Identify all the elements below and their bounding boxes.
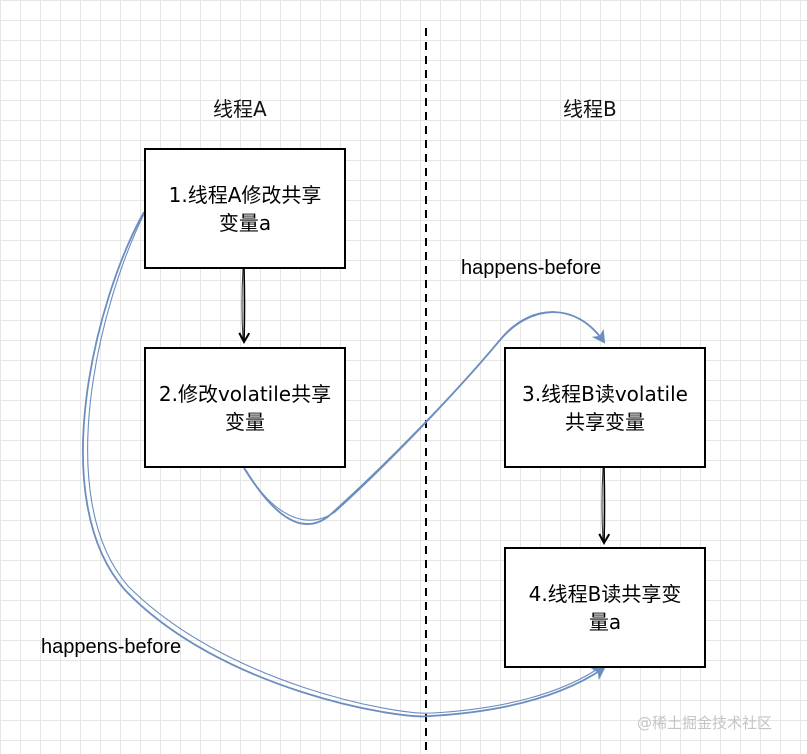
happens-before-label-lower: happens-before xyxy=(41,636,182,658)
arrow-step3-to-step4 xyxy=(602,467,605,543)
step-4-box: 4.线程B读共享变 量a xyxy=(504,547,706,668)
lane-title-thread-a: 线程A xyxy=(213,97,267,121)
step-4-text: 4.线程B读共享变 量a xyxy=(528,581,682,634)
lane-title-thread-b: 线程B xyxy=(563,97,617,121)
happens-before-label-upper: happens-before xyxy=(461,257,602,279)
arrow-step1-to-step2 xyxy=(242,267,245,342)
watermark: @稀土掘金技术社区 xyxy=(637,714,773,732)
step-3-text: 3.线程B读volatile 共享变量 xyxy=(522,381,688,434)
step-2-box: 2.修改volatile共享 变量 xyxy=(144,347,346,468)
step-1-text: 1.线程A修改共享 变量a xyxy=(168,182,322,235)
step-2-text: 2.修改volatile共享 变量 xyxy=(158,381,332,434)
step-1-box: 1.线程A修改共享 变量a xyxy=(144,148,346,269)
hb-curve-step2-to-step3 xyxy=(243,311,604,526)
hb-curve-step1-to-step4 xyxy=(82,209,604,718)
step-3-box: 3.线程B读volatile 共享变量 xyxy=(504,347,706,468)
